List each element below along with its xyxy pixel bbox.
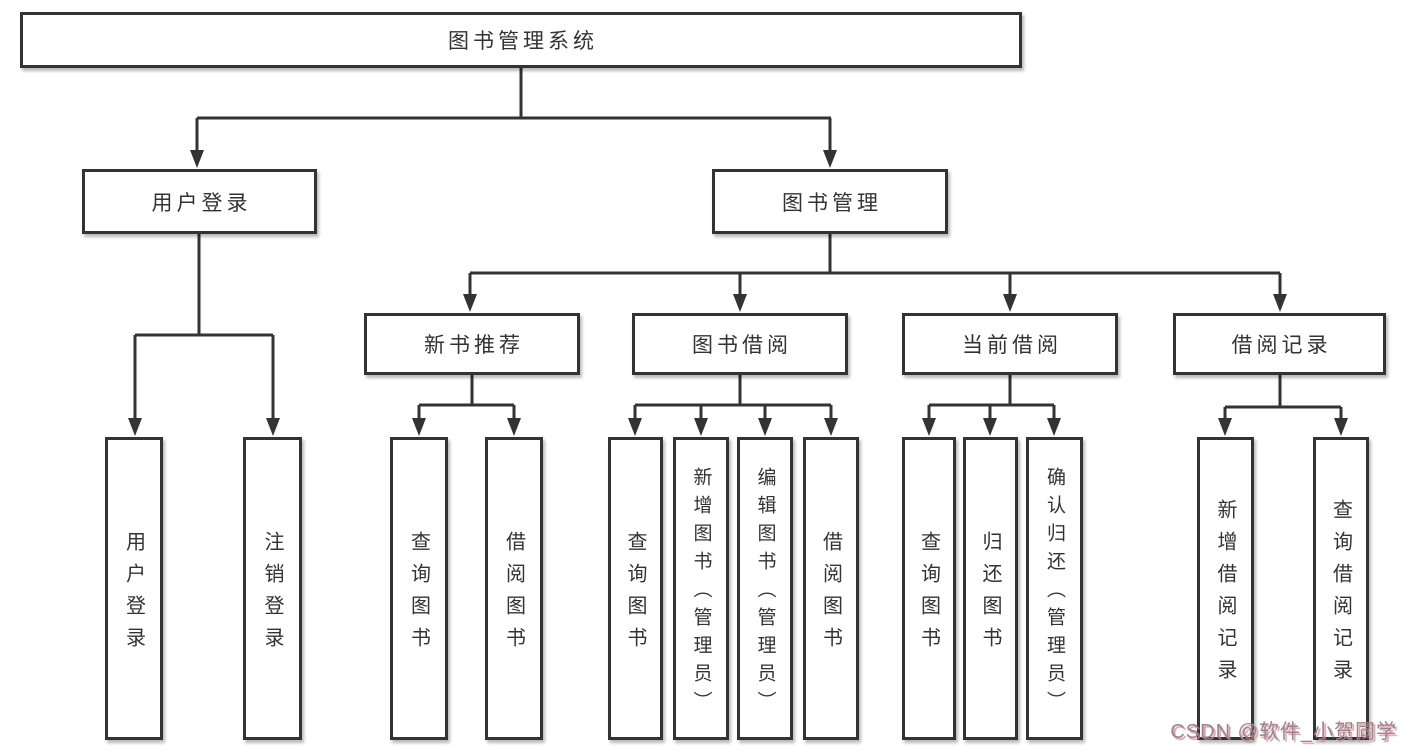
connector-root-to-level2 (195, 68, 832, 153)
connector-book-borrow-split (633, 375, 833, 421)
leaf-borrow-books-recommend-label: 借阅图书 (502, 530, 525, 659)
leaf-borrow-books-recommend: 借阅图书 (485, 437, 543, 740)
connector-book-management-split (468, 234, 1282, 298)
node-new-book-recommend: 新书推荐 (364, 313, 580, 375)
csdn-watermark: CSDN @软件_小贺同学 (1170, 721, 1397, 743)
leaf-confirm-return-admin-label: 确认归还（管理员） (1044, 467, 1065, 719)
node-current-borrow-label: 当前借阅 (962, 334, 1062, 357)
leaf-logout-label: 注销登录 (261, 530, 283, 659)
leaf-borrow-books-label: 借阅图书 (819, 530, 842, 659)
node-borrow-records-label: 借阅记录 (1231, 334, 1332, 357)
node-user-login-label: 用户登录 (151, 191, 252, 215)
leaf-query-books-borrow: 查询图书 (608, 437, 663, 740)
leaf-add-borrow-record: 新增借阅记录 (1197, 437, 1254, 740)
node-book-borrow: 图书借阅 (632, 313, 848, 375)
leaf-confirm-return-admin: 确认归还（管理员） (1026, 437, 1083, 740)
leaf-borrow-books: 借阅图书 (803, 437, 859, 740)
node-new-book-recommend-label: 新书推荐 (424, 334, 524, 357)
connector-user-login-split (133, 234, 275, 421)
leaf-add-books-admin-label: 新增图书（管理员） (690, 467, 712, 719)
leaf-edit-books-admin: 编辑图书（管理员） (737, 437, 793, 740)
leaf-user-login: 用户登录 (105, 437, 163, 740)
node-borrow-records: 借阅记录 (1173, 313, 1386, 375)
node-root: 图书管理系统 (20, 12, 1022, 68)
leaf-query-books-borrow-label: 查询图书 (624, 530, 646, 659)
node-user-login: 用户登录 (82, 169, 317, 234)
leaf-query-borrow-record-label: 查询借阅记录 (1329, 498, 1352, 691)
leaf-return-books: 归还图书 (963, 437, 1018, 740)
connector-borrow-records-split (1223, 375, 1343, 421)
leaf-query-books-recommend-label: 查询图书 (407, 530, 430, 659)
leaf-add-books-admin: 新增图书（管理员） (673, 437, 729, 740)
leaf-query-books-current-label: 查询图书 (917, 530, 940, 659)
connector-current-borrow-split (927, 375, 1056, 421)
node-root-label: 图书管理系统 (448, 30, 598, 53)
leaf-add-borrow-record-label: 新增借阅记录 (1214, 498, 1236, 691)
leaf-query-books-current: 查询图书 (902, 437, 956, 740)
leaf-query-borrow-record: 查询借阅记录 (1313, 437, 1369, 740)
connector-new-book-split (417, 375, 516, 421)
leaf-query-books-recommend: 查询图书 (390, 437, 448, 740)
node-book-borrow-label: 图书借阅 (692, 334, 792, 357)
node-current-borrow: 当前借阅 (902, 313, 1118, 375)
leaf-return-books-label: 归还图书 (979, 530, 1001, 659)
leaf-logout: 注销登录 (243, 437, 302, 740)
leaf-edit-books-admin-label: 编辑图书（管理员） (754, 467, 776, 719)
leaf-user-login-label: 用户登录 (122, 530, 145, 659)
node-book-management: 图书管理 (712, 169, 948, 234)
node-book-management-label: 图书管理 (782, 191, 882, 215)
